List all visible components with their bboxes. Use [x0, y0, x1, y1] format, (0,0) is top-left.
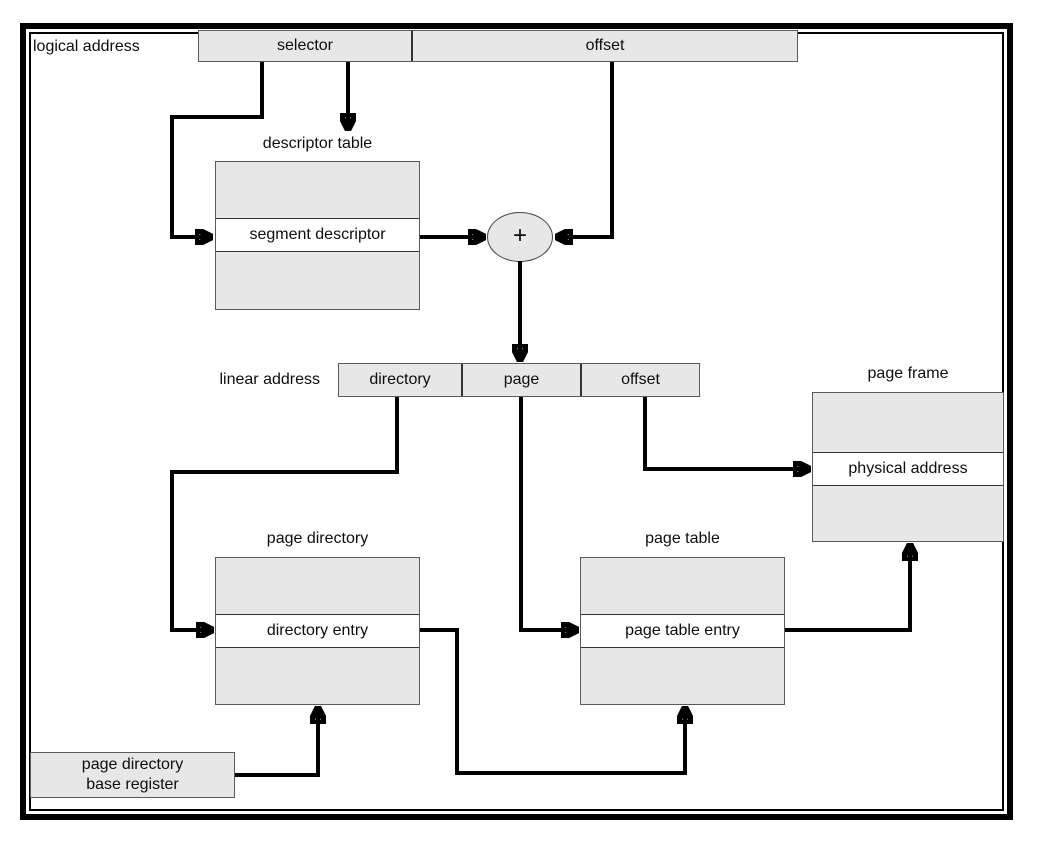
page-frame-lower-cells — [813, 486, 1003, 541]
linear-address-label: linear address — [219, 371, 321, 388]
logical-offset-field: offset — [411, 31, 797, 61]
pdbr-label-line2: base register — [86, 776, 179, 793]
plus-icon: + — [512, 222, 527, 249]
linear-address-box: directory page offset — [338, 363, 700, 397]
page-table-upper-cells — [581, 558, 784, 614]
linear-directory-field: directory — [369, 371, 431, 388]
descriptor-table-lower-cells — [216, 252, 419, 309]
page-directory-upper-cells — [216, 558, 419, 614]
page-directory-lower-cells — [216, 648, 419, 704]
page-directory-base-register-box: page directory base register — [30, 752, 235, 798]
page-directory-title: page directory — [266, 530, 369, 547]
page-table-title: page table — [645, 530, 720, 547]
logical-address-label: logical address — [33, 38, 140, 55]
linear-page-field: page — [461, 364, 580, 396]
page-directory: directory entry — [215, 557, 420, 705]
linear-offset-field: offset — [580, 364, 699, 396]
page-frame: physical address — [812, 392, 1004, 542]
segment-descriptor-entry: segment descriptor — [216, 218, 419, 252]
physical-address-entry: physical address — [813, 452, 1003, 486]
adder-circle: + — [487, 212, 553, 262]
page-table-lower-cells — [581, 648, 784, 704]
page-table: page table entry — [580, 557, 785, 705]
descriptor-table-title: descriptor table — [262, 135, 373, 152]
page-frame-title: page frame — [867, 365, 949, 382]
selector-field: selector — [276, 37, 334, 54]
page-frame-upper-cells — [813, 393, 1003, 452]
logical-address-box: selector offset — [198, 30, 798, 62]
page-table-entry: page table entry — [581, 614, 784, 648]
descriptor-table: segment descriptor — [215, 161, 420, 310]
pdbr-label-line1: page directory — [81, 756, 184, 773]
descriptor-table-upper-cells — [216, 162, 419, 218]
directory-entry: directory entry — [216, 614, 419, 648]
